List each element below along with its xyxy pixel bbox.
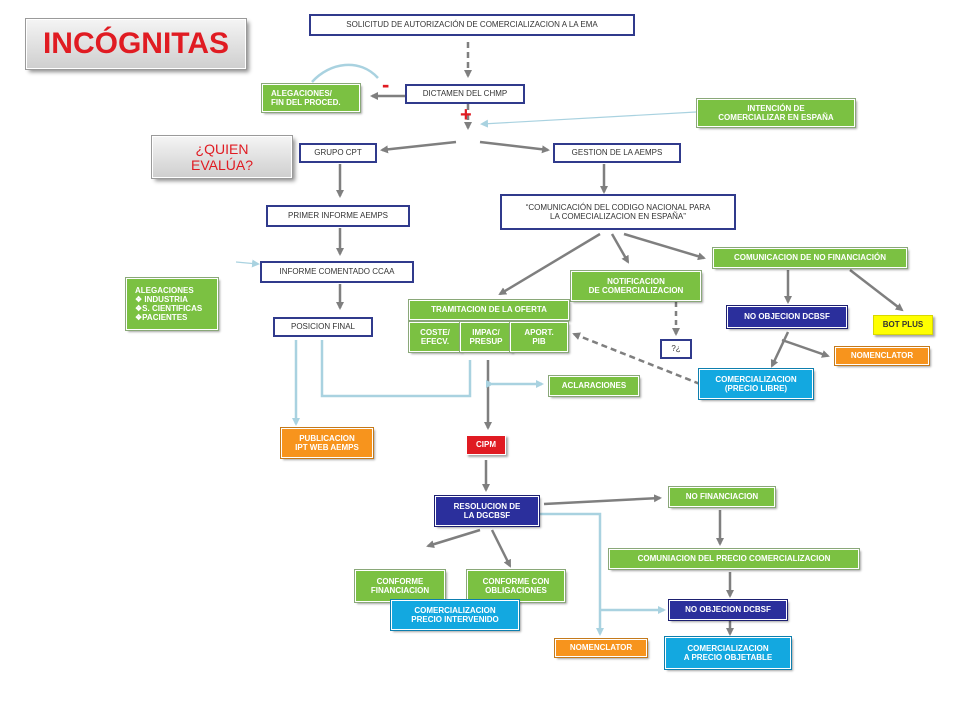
node-dictamen: DICTAMEN DEL CHMP bbox=[405, 84, 525, 104]
arrow-noobj-comercializacion bbox=[770, 331, 790, 368]
node-comunicacion-no-financiacion: COMUNICACION DE NO FINANCIACIÓN bbox=[712, 247, 908, 269]
arrow-split-gestion bbox=[479, 140, 550, 154]
node-alegaciones-fin: ALEGACIONES/ FIN DEL PROCED. bbox=[261, 83, 361, 113]
node-gestion-aemps: GESTION DE LA AEMPS bbox=[553, 143, 681, 163]
curve-dictamen-alegaciones bbox=[311, 63, 379, 83]
node-comuniacion-precio: COMUNIACION DEL PRECIO COMERCIALIZACION bbox=[608, 548, 860, 570]
line-informe-alegaciones bbox=[235, 259, 260, 268]
node-conforme-obligaciones: CONFORME CON OBLIGACIONES bbox=[466, 569, 566, 603]
arrow-comunicacion-notificacion bbox=[610, 233, 630, 264]
node-nomenclator-bottom: NOMENCLATOR bbox=[554, 638, 648, 658]
arrow-split-grupo bbox=[380, 140, 457, 154]
node-resolucion: RESOLUCION DE LA DGCBSF bbox=[434, 495, 540, 527]
node-posicion-final: POSICION FINAL bbox=[273, 317, 373, 337]
node-grupo-cpt: GRUPO CPT bbox=[299, 143, 377, 163]
node-coste: COSTE/ EFECV. bbox=[408, 321, 462, 353]
node-primer-informe: PRIMER INFORME AEMPS bbox=[266, 205, 410, 227]
node-aport: APORT. PIB bbox=[509, 321, 569, 353]
node-comercializacion-objetable: COMERCIALIZACION A PRECIO OBJETABLE bbox=[664, 636, 792, 670]
node-no-objecion-top: NO OBJECION DCBSF bbox=[726, 305, 848, 329]
node-interrogante: ?¿ bbox=[660, 339, 692, 359]
arrow-resolucion-nofin bbox=[543, 494, 662, 506]
node-publicacion: PUBLICACION IPT WEB AEMPS bbox=[280, 427, 374, 459]
incognitas-title: INCÓGNITAS bbox=[25, 18, 247, 70]
quien-evalua-label: ¿QUIEN EVALÚA? bbox=[151, 135, 293, 179]
node-aclaraciones: ACLARACIONES bbox=[548, 375, 640, 397]
node-cipm: CIPM bbox=[466, 435, 506, 455]
line-resolucion-nomenclator bbox=[540, 512, 604, 636]
arrow-libre-tramitacion bbox=[572, 332, 701, 386]
minus-sign: - bbox=[382, 72, 390, 97]
node-alegaciones-lista: ALEGACIONES ❖ INDUSTRIA ❖S. CIENTIFICAS … bbox=[125, 277, 219, 331]
arrow-noobj-nomenclator bbox=[781, 338, 830, 358]
node-solicitud: SOLICITUD DE AUTORIZACIÓN DE COMERCIALIZ… bbox=[309, 14, 635, 36]
node-intencion: INTENCIÓN DE COMERCIALIZAR EN ESPAÑA bbox=[696, 98, 856, 128]
node-comunicacion-codigo: “COMUNICACIÓN DEL CODIGO NACIONAL PARA L… bbox=[500, 194, 736, 230]
arrow-nofin-botplus bbox=[849, 269, 904, 312]
line-intencion-plus bbox=[480, 111, 697, 128]
line-posicion-tramitacion bbox=[320, 340, 472, 398]
node-no-objecion-bottom: NO OBJECION DCBSF bbox=[668, 599, 788, 621]
node-no-financiacion: NO FINANCIACION bbox=[668, 486, 776, 508]
arrow-comunicacion-tramitacion bbox=[498, 232, 601, 296]
node-nomenclator-top: NOMENCLATOR bbox=[834, 346, 930, 366]
plus-sign: + bbox=[460, 104, 472, 126]
node-conforme-financiacion: CONFORME FINANCIACION bbox=[354, 569, 446, 603]
node-impac: IMPAC/ PRESUP bbox=[459, 321, 513, 353]
arrow-resolucion-conforme-fin bbox=[426, 528, 481, 549]
node-comercializacion-intervenido: COMERCIALIZACION PRECIO INTERVENIDO bbox=[390, 599, 520, 631]
node-notificacion: NOTIFICACION DE COMERCIALIZACION bbox=[570, 270, 702, 302]
node-bot-plus: BOT PLUS bbox=[873, 315, 933, 335]
arrow-resolucion-conforme-obl bbox=[490, 529, 512, 568]
node-informe-comentado: INFORME COMENTADO CCAA bbox=[260, 261, 414, 283]
node-comercializacion-libre: COMERCIALIZACION (PRECIO LIBRE) bbox=[698, 368, 814, 400]
node-tramitacion: TRAMITACION DE LA OFERTA bbox=[408, 299, 570, 321]
arrow-comunicacion-nofin bbox=[623, 232, 706, 261]
